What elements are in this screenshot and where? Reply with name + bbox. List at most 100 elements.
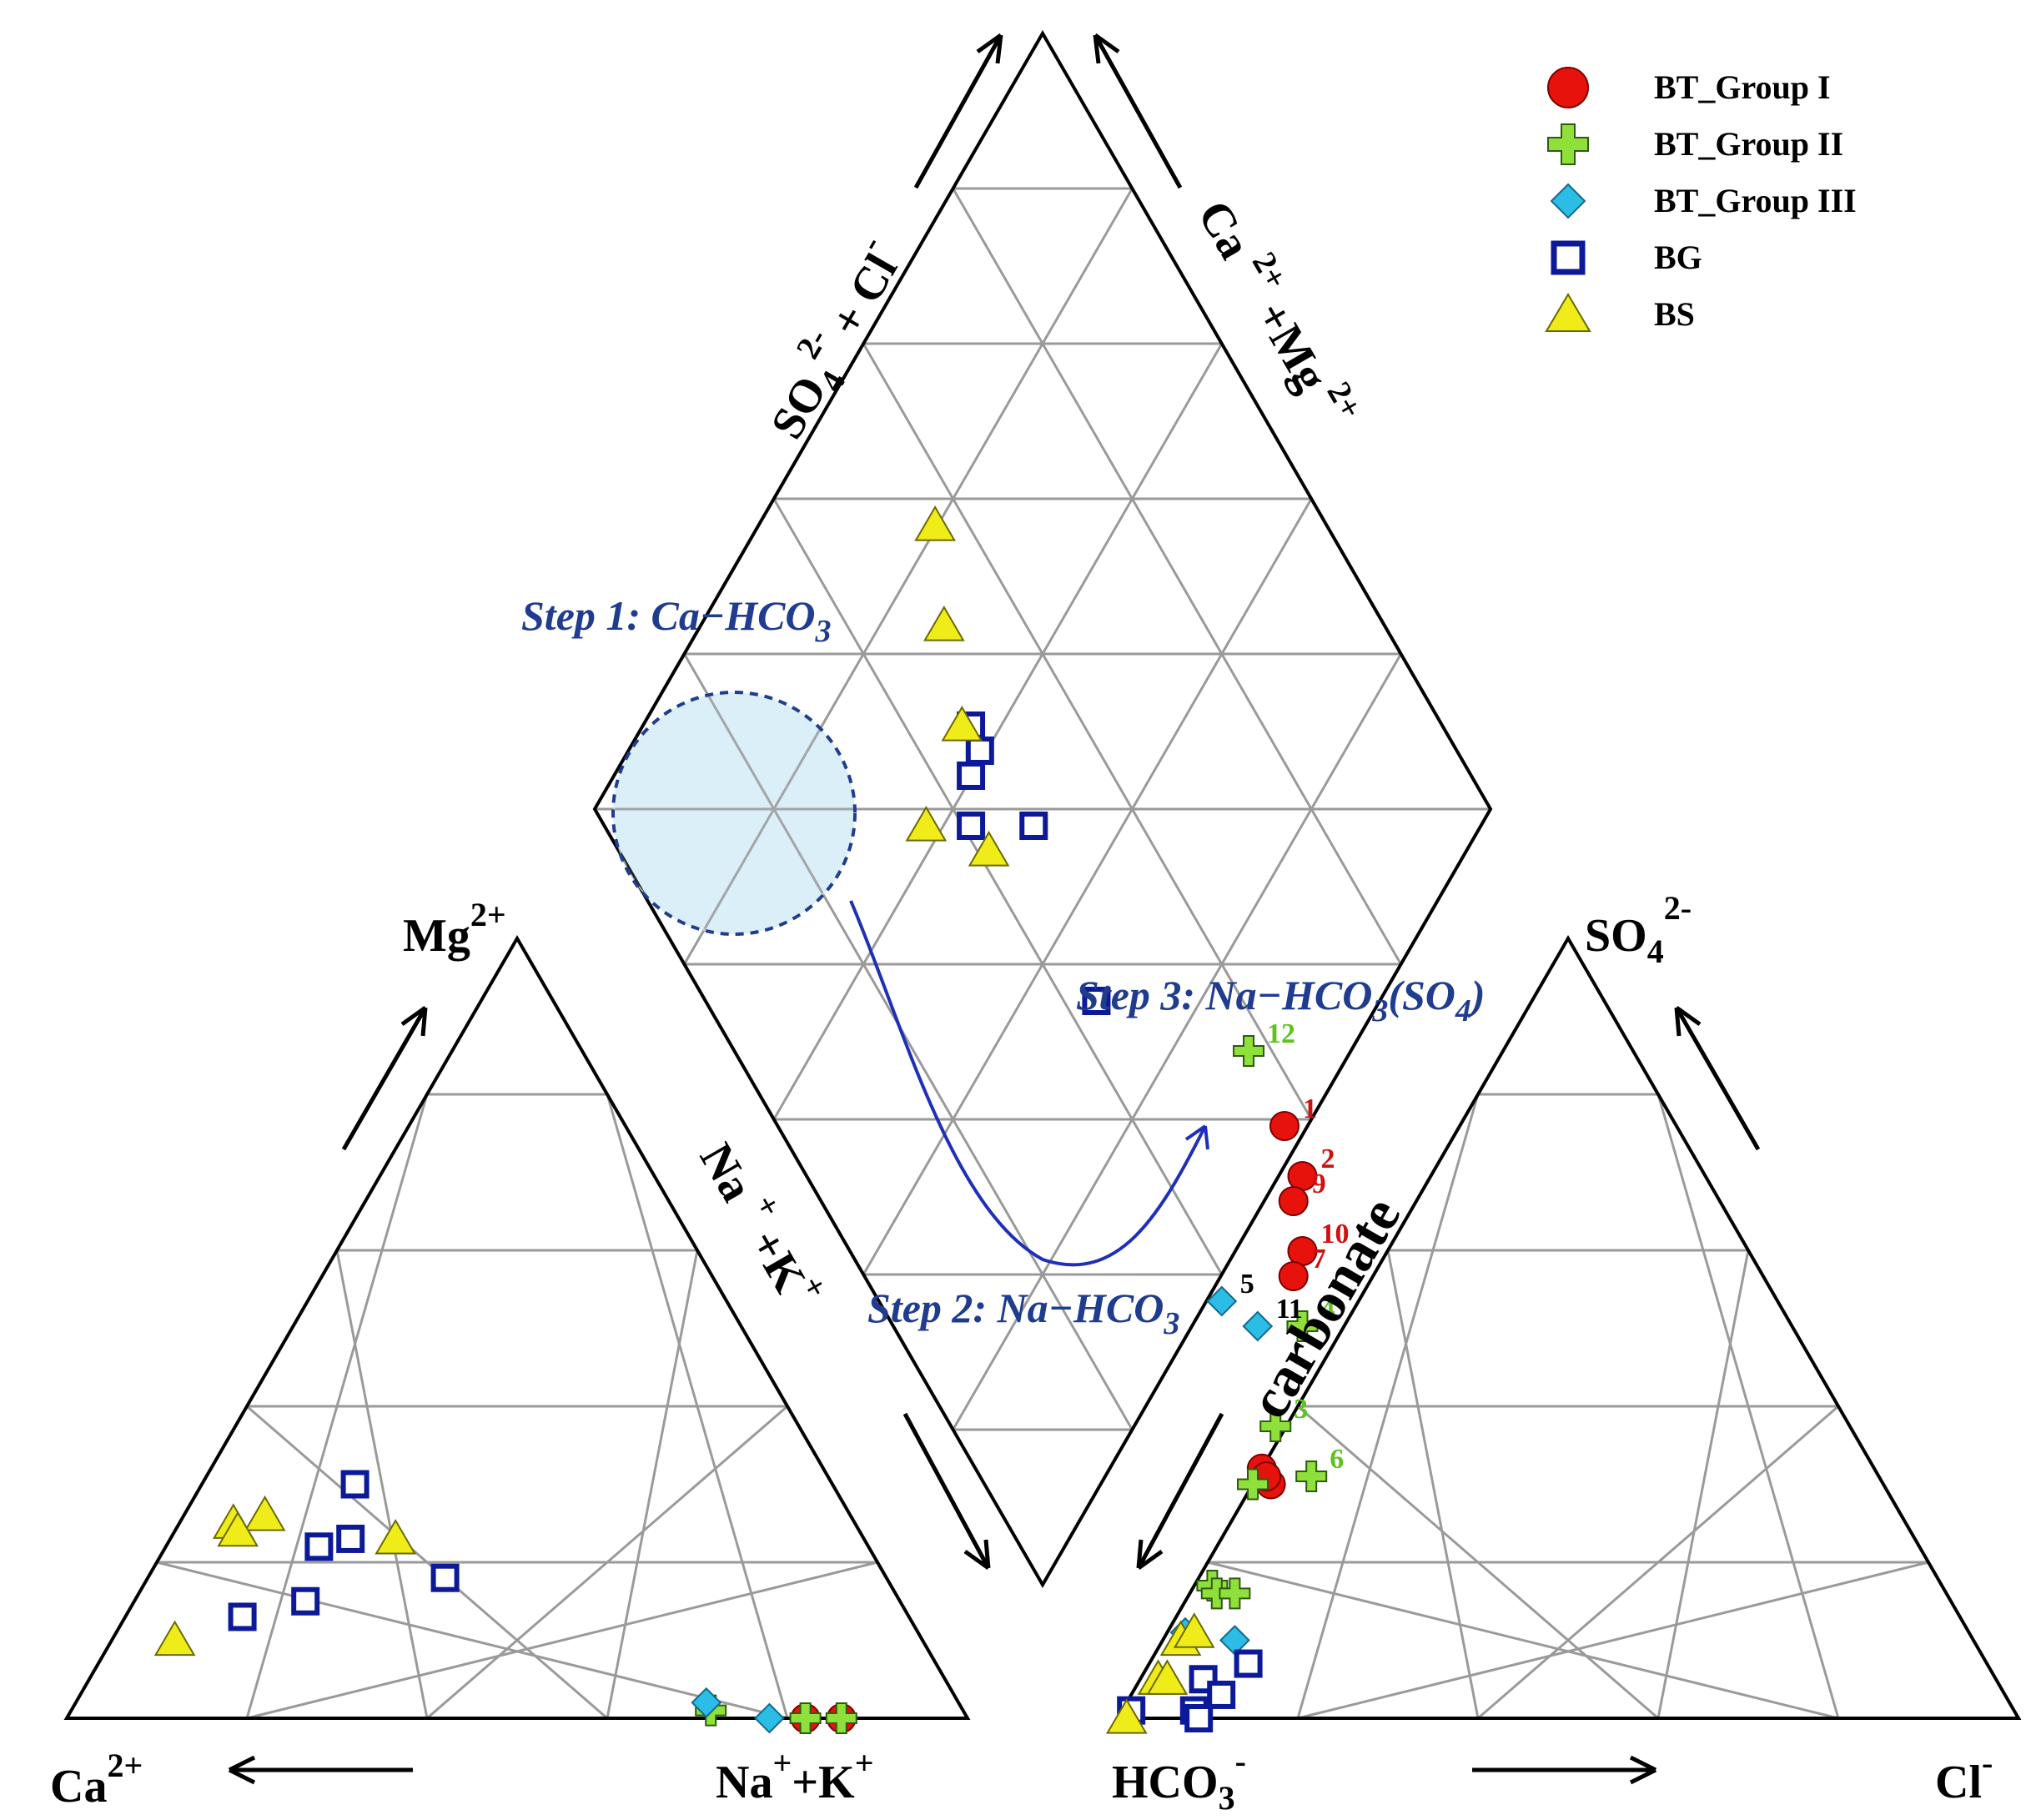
diamond-point-triangle (941, 706, 983, 742)
data-markers (153, 505, 1328, 1734)
anion-point-triangle (1105, 1698, 1148, 1734)
diamond-point-circle (1278, 1186, 1309, 1216)
diamond-point-cross (1259, 1410, 1292, 1442)
point-label: 10 (1320, 1219, 1349, 1249)
evolution-path-arrowhead (1184, 1124, 1209, 1150)
diamond-grid-a (683, 694, 853, 933)
diamond-point-triangle (905, 806, 948, 842)
diamond-point-circle (1269, 1111, 1300, 1141)
anion-grid-b (1477, 1405, 1839, 1720)
diamond-point-square (965, 737, 994, 765)
point-label: 1 (1303, 1094, 1317, 1124)
step1-region (611, 691, 857, 936)
diamond-grid-b (952, 188, 1402, 965)
legend-item: BT_Group II (1547, 123, 1843, 165)
diamond-upper-left-label: SO42- + Cl- (749, 229, 921, 451)
anion-outline (1114, 935, 2022, 1720)
anion-grid-b (1656, 1094, 1840, 1719)
cl-label: Cl- (1935, 1744, 1993, 1808)
arrow-camg-icon (1093, 33, 1183, 189)
point-label: 12 (1267, 1018, 1295, 1049)
anion-triangle-grid (1114, 935, 2022, 1720)
arrow-mg-icon (341, 1005, 428, 1151)
step1-grid (615, 694, 853, 933)
point-label: 11 (1276, 1294, 1303, 1325)
diamond-point-square (1019, 812, 1048, 840)
step1-label: Step 1: Ca−HCO3 (521, 592, 832, 649)
point-label: 9 (1312, 1169, 1326, 1199)
point-label: 6 (1330, 1444, 1344, 1475)
arrow-cl-icon (1472, 1755, 1657, 1785)
cation-outline (63, 935, 971, 1720)
cation-grid-b (606, 1249, 699, 1719)
anion-grid-b (1297, 1561, 1929, 1720)
legend-label: BS (1654, 295, 1695, 333)
ca-label: Ca2+ (50, 1747, 143, 1812)
diamond-point-circle (1278, 1261, 1309, 1291)
legend-cross-icon (1547, 123, 1589, 165)
diamond-point-square (957, 812, 986, 840)
legend-diamond-icon (1550, 183, 1586, 219)
diamond-grid-b (772, 498, 1224, 1275)
legend-item: BS (1545, 293, 1695, 333)
cation-point-triangle (217, 1511, 259, 1547)
legend-label: BT_Group II (1654, 125, 1843, 163)
anion-point-triangle (1173, 1612, 1215, 1648)
diamond-grid (592, 30, 1493, 1588)
cation-point-cross (789, 1702, 822, 1734)
point-label: 5 (1240, 1269, 1254, 1300)
diamond-point-triangle (914, 505, 956, 541)
cation-point-square (291, 1586, 320, 1616)
diamond-point-diamond (1242, 1310, 1274, 1342)
so4-label: SO42- (1585, 889, 1692, 970)
diamond-point-cross (1233, 1035, 1265, 1067)
arrow-nak-diamond-icon (902, 1412, 991, 1571)
anion-point-cross (1237, 1468, 1269, 1501)
anion-point-square (1234, 1649, 1263, 1678)
diamond-outline (592, 30, 1493, 1588)
hco3-label: HCO3- (1112, 1742, 1246, 1817)
legend-item: BG (1551, 239, 1702, 276)
diamond-upper-right-label: Ca 2+ +Mg 2+ (1188, 186, 1370, 438)
diamond-point-triangle (968, 831, 1010, 867)
legend-square-icon (1551, 240, 1586, 275)
cation-point-square (430, 1563, 460, 1592)
diamond-point-triangle (923, 606, 965, 641)
legend-label: BG (1654, 239, 1702, 276)
diamond-point-square (957, 762, 986, 790)
anion-point-triangle (1146, 1659, 1189, 1695)
legend-item: BT_Group I (1547, 67, 1831, 108)
diamond-grid-a (862, 498, 1313, 1275)
cation-point-triangle (375, 1518, 417, 1555)
evolution-path-arrow (849, 900, 1207, 1267)
point-label: 4 (1320, 1294, 1335, 1325)
diamond-point-diamond (1206, 1285, 1238, 1317)
diamond-lower-left-label: Na + +K+ (690, 1129, 836, 1318)
anion-point-square (1207, 1680, 1236, 1709)
cation-grid-b (606, 1094, 789, 1719)
point-label: 7 (1312, 1244, 1326, 1275)
cation-grid-b (426, 1405, 788, 1720)
nak-label: Na++K+ (716, 1744, 874, 1808)
arrow-so4-icon (1674, 1005, 1761, 1151)
cation-point-triangle (244, 1495, 286, 1531)
cation-point-square (228, 1602, 257, 1631)
cation-point-square (304, 1532, 334, 1561)
axis-arrows (228, 33, 1761, 1785)
anion-grid-b (1656, 1249, 1750, 1719)
cation-point-triangle (153, 1620, 196, 1657)
legend: BT_Group I BT_Group II BT_Group III BG BS (1545, 67, 1857, 333)
cation-point-diamond (753, 1702, 785, 1734)
step2-label: Step 2: Na−HCO3 (867, 1285, 1179, 1341)
diamond-point-cross (1295, 1461, 1328, 1492)
legend-item: BT_Group III (1550, 182, 1857, 219)
cation-point-diamond (691, 1687, 722, 1718)
anion-grid-a (1207, 1561, 1839, 1720)
diamond-grid-b (862, 343, 1313, 1120)
legend-triangle-icon (1545, 293, 1591, 332)
cation-point-square (336, 1524, 365, 1553)
anion-point-cross (1219, 1577, 1251, 1610)
anion-grid-a (1386, 1249, 1480, 1719)
